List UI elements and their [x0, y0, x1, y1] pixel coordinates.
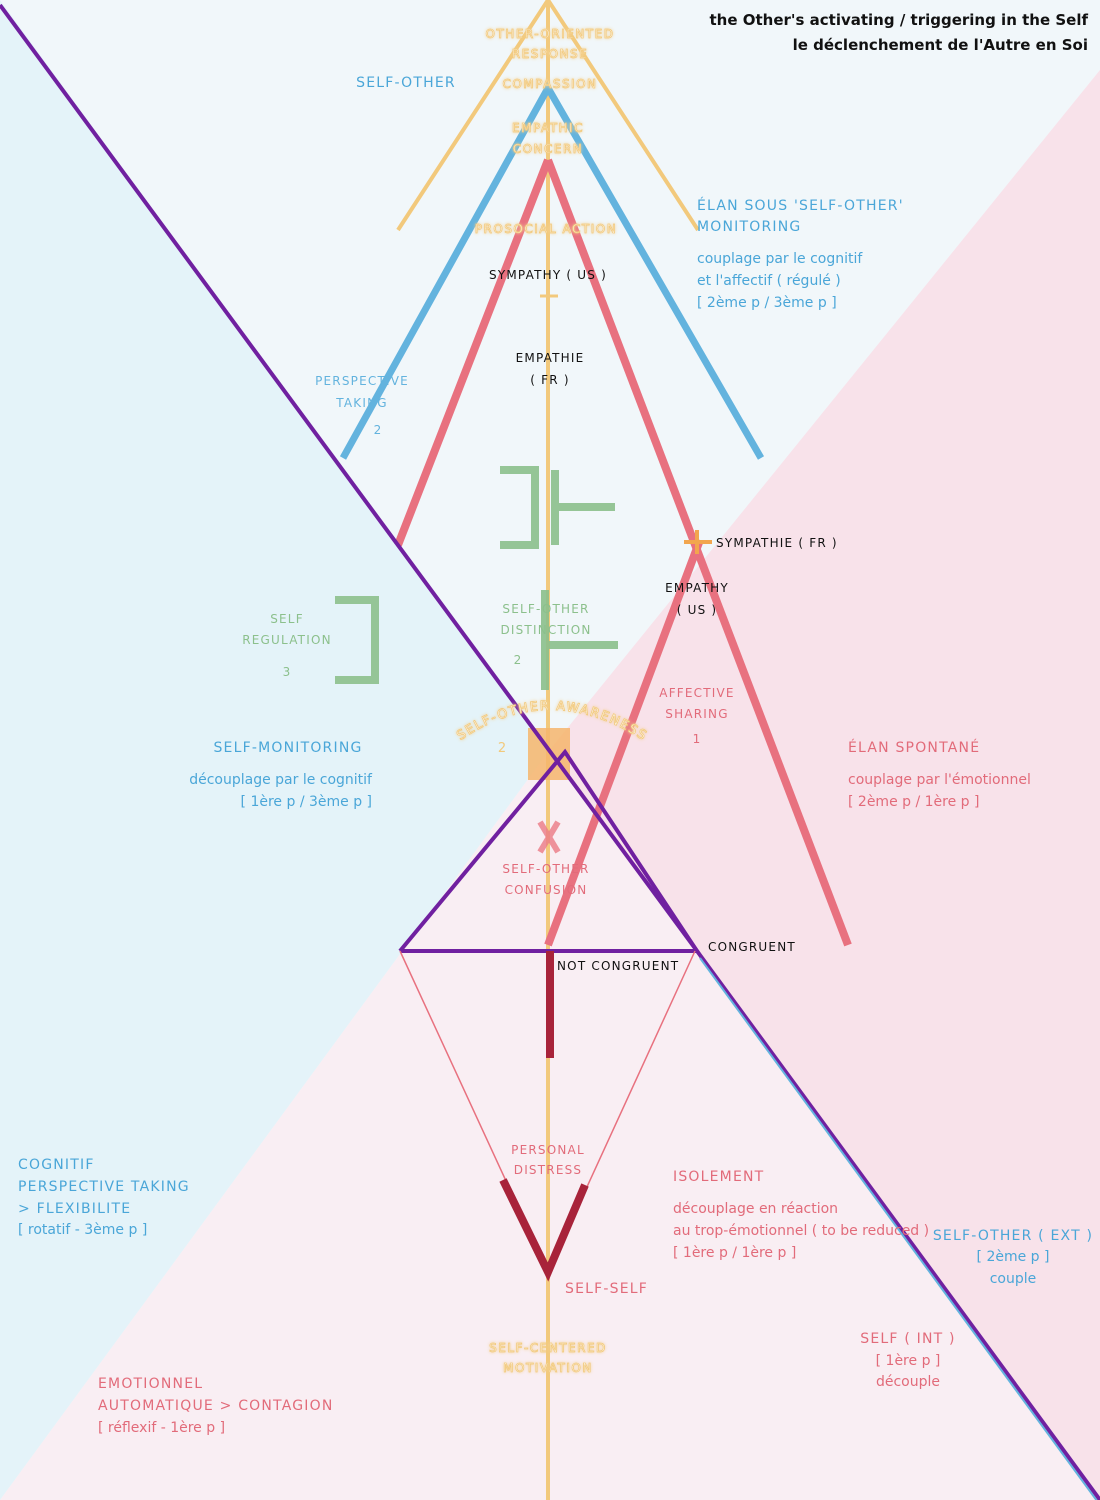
label-emotionnel-1: EMOTIONNEL — [98, 1376, 203, 1392]
green-labels: SELF REGULATION 3 SELF-OTHER DISTINCTION… — [242, 602, 591, 679]
label-empathy-us-1: EMPATHY — [665, 581, 729, 595]
red-section-labels: ÉLAN SPONTANÉ ISOLEMENT SELF-SELF SELF (… — [98, 739, 980, 1414]
label-self-centered-1: SELF-CENTERED — [489, 1341, 607, 1355]
note-couplage-emo-1: couplage par l'émotionnel — [848, 772, 1031, 788]
orange-plus-icon-right — [684, 530, 712, 554]
label-affective-2: SHARING — [665, 707, 728, 721]
note-decouplage-cog-2: [ 1ère p / 3ème p ] — [241, 794, 372, 810]
label-other-oriented-2: RESPONSE — [512, 47, 588, 61]
note-cognitif-4: [ rotatif - 3ème p ] — [18, 1222, 147, 1238]
red-chevron-left — [394, 158, 552, 547]
blue-diagonal-right — [699, 957, 1098, 1500]
label-perspective-1: PERSPECTIVE — [315, 374, 409, 388]
label-self-other-top: SELF-OTHER — [356, 75, 456, 91]
red-notes: couplage par l'émotionnel [ 2ème p / 1èr… — [98, 772, 1031, 1436]
title-fr: le déclenchement de l'Autre en Soi — [793, 36, 1088, 54]
label-so-distinction-num: 2 — [514, 653, 523, 667]
note-emotionnel-3: [ réflexif - 1ère p ] — [98, 1420, 225, 1436]
label-self-other-ext-1: SELF-OTHER ( EXT ) — [933, 1228, 1093, 1244]
label-cognitif-1: COGNITIF — [18, 1157, 95, 1173]
note-isolement-3: [ 1ère p / 1ère p ] — [673, 1245, 796, 1261]
label-empathy-us-2: ( US ) — [677, 603, 718, 617]
label-empathie-fr-2: ( FR ) — [530, 373, 569, 387]
label-sympathy-us: SYMPATHY ( US ) — [489, 268, 607, 282]
note-couplage-cog-3: [ 2ème p / 3ème p ] — [697, 295, 837, 311]
note-couplage-cog-1: couplage par le cognitif — [697, 251, 863, 267]
label-perspective-2: TAKING — [335, 396, 388, 410]
label-not-congruent: NOT CONGRUENT — [557, 959, 679, 973]
label-self-other-awareness-num: 2 — [498, 741, 506, 756]
label-compassion: COMPASSION — [502, 77, 597, 91]
note-couplage-emo-2: [ 2ème p / 1ère p ] — [848, 794, 979, 810]
red-affective-arm — [544, 538, 704, 947]
label-congruent: CONGRUENT — [708, 940, 796, 954]
label-self-int-1: SELF ( INT ) — [860, 1331, 955, 1347]
label-elan-sous-2: MONITORING — [697, 219, 801, 235]
label-other-oriented-1: OTHER-ORIENTED — [486, 27, 615, 41]
light-blue-background-left — [0, 0, 548, 1500]
note-self-other-ext-3: couple — [990, 1271, 1037, 1287]
label-self-reg-1: SELF — [270, 612, 304, 626]
label-isolement: ISOLEMENT — [673, 1169, 764, 1185]
red-labels: AFFECTIVE SHARING 1 SELF-OTHER CONFUSION… — [502, 686, 734, 1177]
label-self-self: SELF-SELF — [565, 1281, 648, 1297]
red-cross-icon — [537, 820, 561, 854]
label-distress-2: DISTRESS — [514, 1163, 582, 1177]
purple-diagonal-left — [0, 3, 699, 953]
note-isolement-1: découplage en réaction — [673, 1201, 838, 1217]
label-self-reg-2: REGULATION — [242, 633, 332, 647]
pink-background-right — [548, 70, 1100, 1500]
label-distress-1: PERSONAL — [511, 1143, 585, 1157]
green-brackets — [335, 466, 618, 690]
label-prosocial: PROSOCIAL ACTION — [475, 222, 617, 236]
label-affective-1: AFFECTIVE — [659, 686, 734, 700]
note-self-int-2: [ 1ère p ] — [876, 1353, 941, 1369]
label-affective-num: 1 — [693, 732, 702, 746]
label-so-distinction-2: DISTINCTION — [500, 623, 591, 637]
note-self-other-ext-2: [ 2ème p ] — [977, 1249, 1050, 1265]
label-self-centered-2: MOTIVATION — [503, 1361, 593, 1375]
label-empathie-fr-1: EMPATHIE — [516, 351, 585, 365]
label-empathic-2: CONCERN — [513, 142, 584, 156]
blue-chevron — [339, 80, 765, 460]
orange-top-chevron — [396, 0, 700, 232]
note-isolement-2: au trop-émotionnel ( to be reduced ) — [673, 1223, 929, 1239]
label-confusion-2: CONFUSION — [505, 883, 588, 897]
orange-glow-labels: OTHER-ORIENTED RESPONSE COMPASSION EMPAT… — [474, 27, 617, 1376]
label-confusion-1: SELF-OTHER — [502, 862, 589, 876]
label-perspective-num: 2 — [374, 423, 383, 437]
label-self-reg-num: 3 — [283, 665, 292, 679]
dark-red-v — [499, 1178, 589, 1282]
label-empathic-1: EMPATHIC — [512, 121, 584, 135]
label-self-monitoring: SELF-MONITORING — [213, 740, 362, 756]
label-elan-sous-1: ÉLAN SOUS 'SELF-OTHER' — [697, 197, 904, 214]
perspective-taking-label: PERSPECTIVE TAKING 2 — [315, 374, 409, 437]
purple-diagonal-right — [695, 949, 1100, 1500]
label-cognitif-2: PERSPECTIVE TAKING — [18, 1179, 190, 1195]
black-labels: SYMPATHY ( US ) EMPATHIE ( FR ) SYMPATHI… — [489, 268, 838, 973]
label-elan-spontane: ÉLAN SPONTANÉ — [848, 739, 980, 756]
note-self-int-3: découple — [876, 1374, 940, 1390]
label-emotionnel-2: AUTOMATIQUE > CONTAGION — [98, 1398, 334, 1414]
note-couplage-cog-2: et l'affectif ( régulé ) — [697, 273, 841, 289]
label-sympathie-fr: SYMPATHIE ( FR ) — [716, 536, 838, 550]
label-cognitif-3: > FLEXIBILITE — [18, 1201, 131, 1217]
blue-labels: SELF-OTHER ÉLAN SOUS 'SELF-OTHER' MONITO… — [18, 75, 1093, 1244]
title-en: the Other's activating / triggering in t… — [709, 11, 1088, 29]
note-decouplage-cog-1: découplage par le cognitif — [189, 772, 373, 788]
blue-notes: couplage par le cognitif et l'affectif (… — [18, 251, 1049, 1287]
label-so-distinction-1: SELF-OTHER — [502, 602, 589, 616]
